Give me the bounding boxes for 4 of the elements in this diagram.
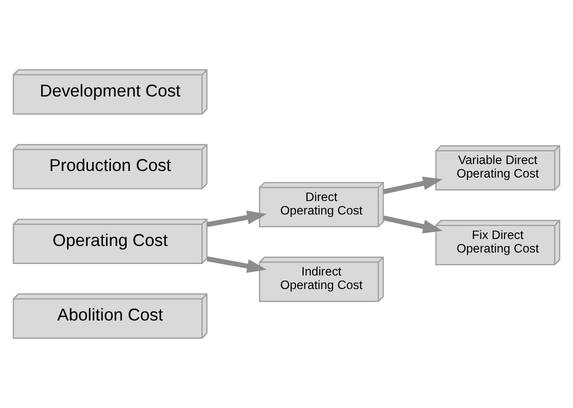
arrow [382,216,443,234]
arrow [206,210,267,227]
arrow [382,176,443,194]
arrow [206,256,267,273]
